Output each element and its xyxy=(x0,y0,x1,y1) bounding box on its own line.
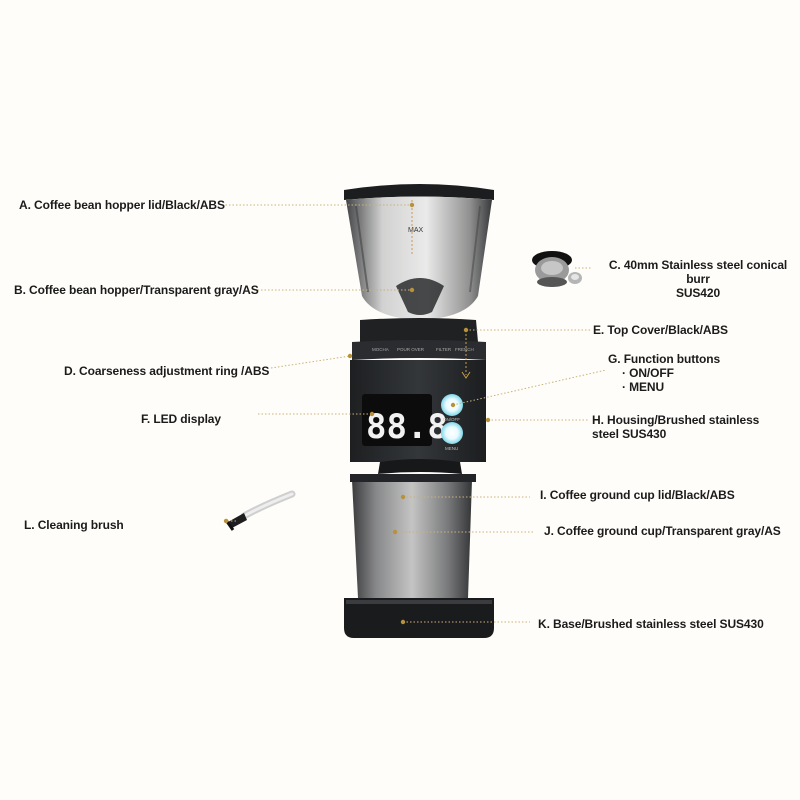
label-h-line2: steel SUS430 xyxy=(592,427,667,441)
leader-dots xyxy=(223,202,491,625)
label-f-led-display: F. LED display xyxy=(141,412,221,426)
label-c-line2: SUS420 xyxy=(675,286,721,300)
coarseness-ring xyxy=(352,340,486,360)
base xyxy=(344,598,494,638)
leader-lines xyxy=(222,204,607,623)
cleaning-brush-image xyxy=(224,490,296,531)
label-h-line1: H. Housing/Brushed stainless xyxy=(592,413,760,427)
led-digits: 88.8 xyxy=(366,407,448,447)
label-g-item-on-off: · ON/OFF xyxy=(622,366,674,380)
label-b-bean-hopper: B. Coffee bean hopper/Transparent gray/A… xyxy=(14,283,259,297)
ground-cup xyxy=(352,480,472,601)
label-e-top-cover: E. Top Cover/Black/ABS xyxy=(593,323,728,337)
label-a-hopper-lid: A. Coffee bean hopper lid/Black/ABS xyxy=(19,198,225,212)
menu-button-label: MENU xyxy=(445,446,458,451)
top-cover xyxy=(360,318,478,342)
ring-mark-filter: FILTER xyxy=(436,347,452,352)
label-i-ground-cup-lid: I. Coffee ground cup lid/Black/ABS xyxy=(540,488,735,502)
label-g-function-buttons: G. Function buttons · ON/OFF · MENU xyxy=(608,352,720,394)
bean-hopper xyxy=(346,196,492,320)
ring-mark-french: FRENCH xyxy=(455,347,474,352)
label-g-item-menu: · MENU xyxy=(622,380,665,394)
conical-burr-image xyxy=(532,251,582,287)
menu-button[interactable] xyxy=(441,422,463,444)
label-g-title: G. Function buttons xyxy=(608,352,721,366)
ring-mark-mocha: MOCHA xyxy=(372,347,389,352)
label-c-line1: C. 40mm Stainless steel conical burr xyxy=(608,258,788,286)
hopper-max-mark: MAX xyxy=(408,227,424,234)
label-c-conical-burr: C. 40mm Stainless steel conical burr SUS… xyxy=(598,258,798,300)
label-k-base: K. Base/Brushed stainless steel SUS430 xyxy=(538,617,764,631)
ground-cup-lid xyxy=(378,459,462,474)
on-off-button-label: ON/OFF xyxy=(443,417,460,422)
label-h-housing: H. Housing/Brushed stainless steel SUS43… xyxy=(592,413,759,441)
label-l-cleaning-brush: L. Cleaning brush xyxy=(24,518,124,532)
label-j-ground-cup: J. Coffee ground cup/Transparent gray/AS xyxy=(544,524,781,538)
led-display xyxy=(362,394,432,446)
hopper-lid xyxy=(344,184,494,200)
label-d-coarseness-ring: D. Coarseness adjustment ring /ABS xyxy=(64,364,270,378)
ring-mark-pour-over: POUR OVER xyxy=(397,347,425,352)
